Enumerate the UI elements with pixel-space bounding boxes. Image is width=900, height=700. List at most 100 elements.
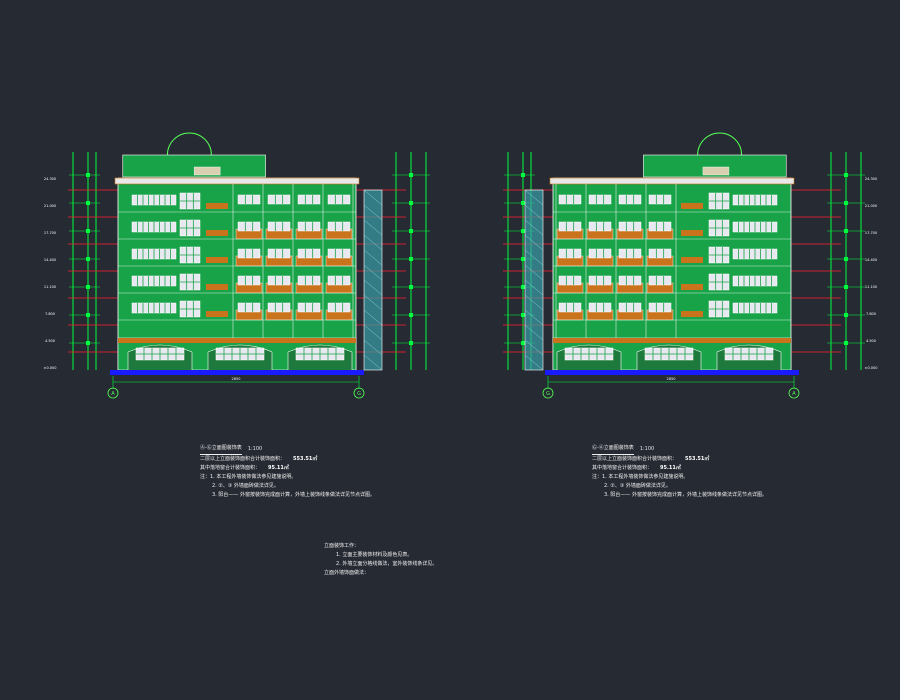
total-dimension-label: 2850 [232, 377, 241, 381]
left-notes-line1: 二层以上立面装饰面积合计装饰面积： [200, 456, 286, 462]
left-notes-line4: 2. ②、③ 外墙面砖做法详见。 [212, 483, 279, 489]
dimension-marker [844, 173, 848, 177]
axis-label: G [546, 391, 550, 397]
window [618, 221, 642, 232]
glass-hatch [363, 279, 383, 296]
level-label: 14.400 [865, 258, 877, 262]
glass-hatch [524, 264, 544, 281]
left-notes-value1: 553.51㎡ [293, 456, 318, 462]
bay-accent [681, 203, 703, 209]
bay-accent [206, 203, 228, 209]
glass-hatch [524, 189, 544, 206]
total-dimension-label: 2850 [667, 377, 676, 381]
bay-accent [681, 284, 703, 290]
glass-hatch [524, 219, 544, 236]
roof-vent [702, 166, 730, 176]
window [297, 302, 321, 313]
bay-accent [681, 311, 703, 317]
window [588, 275, 612, 286]
level-label: 4.500 [866, 339, 876, 343]
roof-dome [166, 132, 212, 156]
podium-band [118, 338, 356, 343]
glass-hatch [524, 249, 544, 266]
level-label: 14.400 [44, 258, 56, 262]
axis-bubble [353, 387, 365, 399]
dimension-marker [844, 201, 848, 205]
dimension-marker [86, 313, 90, 317]
dimension-marker [409, 341, 413, 345]
dimension-marker [521, 257, 525, 261]
level-label: 11.100 [865, 285, 877, 289]
glass-hatch [363, 204, 383, 221]
window [237, 194, 261, 205]
right-notes-line1: 二层以上立面装饰面积合计装饰面积： [592, 456, 678, 462]
axis-label: A [792, 391, 796, 397]
window [588, 302, 612, 313]
dimension-marker [521, 201, 525, 205]
level-label: 17.700 [44, 231, 56, 235]
right-elevation: 24.30021.00017.70014.40011.1007.8004.500… [503, 132, 878, 399]
level-label: 24.300 [44, 177, 56, 181]
glass-hatch [363, 249, 383, 266]
dimension-marker [86, 173, 90, 177]
window [558, 302, 582, 313]
glass-hatch [363, 309, 383, 326]
window [237, 221, 261, 232]
glass-hatch [524, 294, 544, 311]
window [588, 194, 612, 205]
window [648, 275, 672, 286]
dimension-marker [86, 341, 90, 345]
cornice [114, 177, 360, 185]
glass-hatch [524, 309, 544, 326]
window [618, 302, 642, 313]
roof-structure [643, 154, 787, 178]
dimension-marker [409, 201, 413, 205]
level-label: 24.300 [865, 177, 877, 181]
right-notes-line4: 2. ②、③ 外墙面砖做法详见。 [604, 483, 671, 489]
left-notes-value2: 95.11㎡ [268, 465, 289, 471]
level-label: 11.100 [44, 285, 56, 289]
window [237, 248, 261, 259]
level-label: 21.000 [865, 204, 877, 208]
right-notes-line3: 注：1. 本工程外墙装饰做法参见建施说明。 [592, 474, 689, 480]
window [618, 194, 642, 205]
bay-accent [681, 230, 703, 236]
glass-hatch [363, 294, 383, 311]
dimension-marker [844, 313, 848, 317]
dimension-marker [521, 173, 525, 177]
ground-line [545, 370, 799, 375]
dimension-marker [86, 257, 90, 261]
dimension-marker [86, 229, 90, 233]
window [327, 275, 351, 286]
right-notes-line5: 3. 阳台—— 外窗按装饰完成面计算，外墙上装饰线条做法详见节点详图。 [604, 492, 767, 498]
bay-accent [206, 230, 228, 236]
right-notes-value2: 95.11㎡ [660, 465, 681, 471]
glass-hatch [363, 234, 383, 251]
bay-accent [681, 257, 703, 263]
glass-hatch [363, 219, 383, 236]
level-label: 7.800 [866, 312, 876, 316]
glass-hatch [363, 324, 383, 341]
glass-hatch [524, 339, 544, 356]
dimension-marker [409, 257, 413, 261]
glass-hatch [524, 324, 544, 341]
dimension-marker [409, 313, 413, 317]
dimension-marker [844, 229, 848, 233]
window [237, 275, 261, 286]
left-notes-title: Ⓐ-Ⓖ立面图装饰表 [200, 444, 242, 455]
bay-accent [206, 257, 228, 263]
dimension-marker [86, 201, 90, 205]
dimension-marker [409, 173, 413, 177]
dimension-marker [521, 313, 525, 317]
right-notes: Ⓖ-Ⓐ立面图装饰表 1:100 二层以上立面装饰面积合计装饰面积：553.51㎡… [592, 444, 772, 500]
axis-bubble [107, 387, 119, 399]
glass-hatch [363, 189, 383, 206]
right-notes-scale: 1:100 [639, 446, 655, 452]
dimension-marker [409, 229, 413, 233]
ground-line [110, 370, 364, 375]
bottom-notes-line1: 1. 立面主要装饰材料及颜色见表。 [336, 552, 413, 558]
window [327, 302, 351, 313]
dimension-marker [844, 285, 848, 289]
window [327, 221, 351, 232]
level-label: ±0.000 [865, 366, 878, 370]
